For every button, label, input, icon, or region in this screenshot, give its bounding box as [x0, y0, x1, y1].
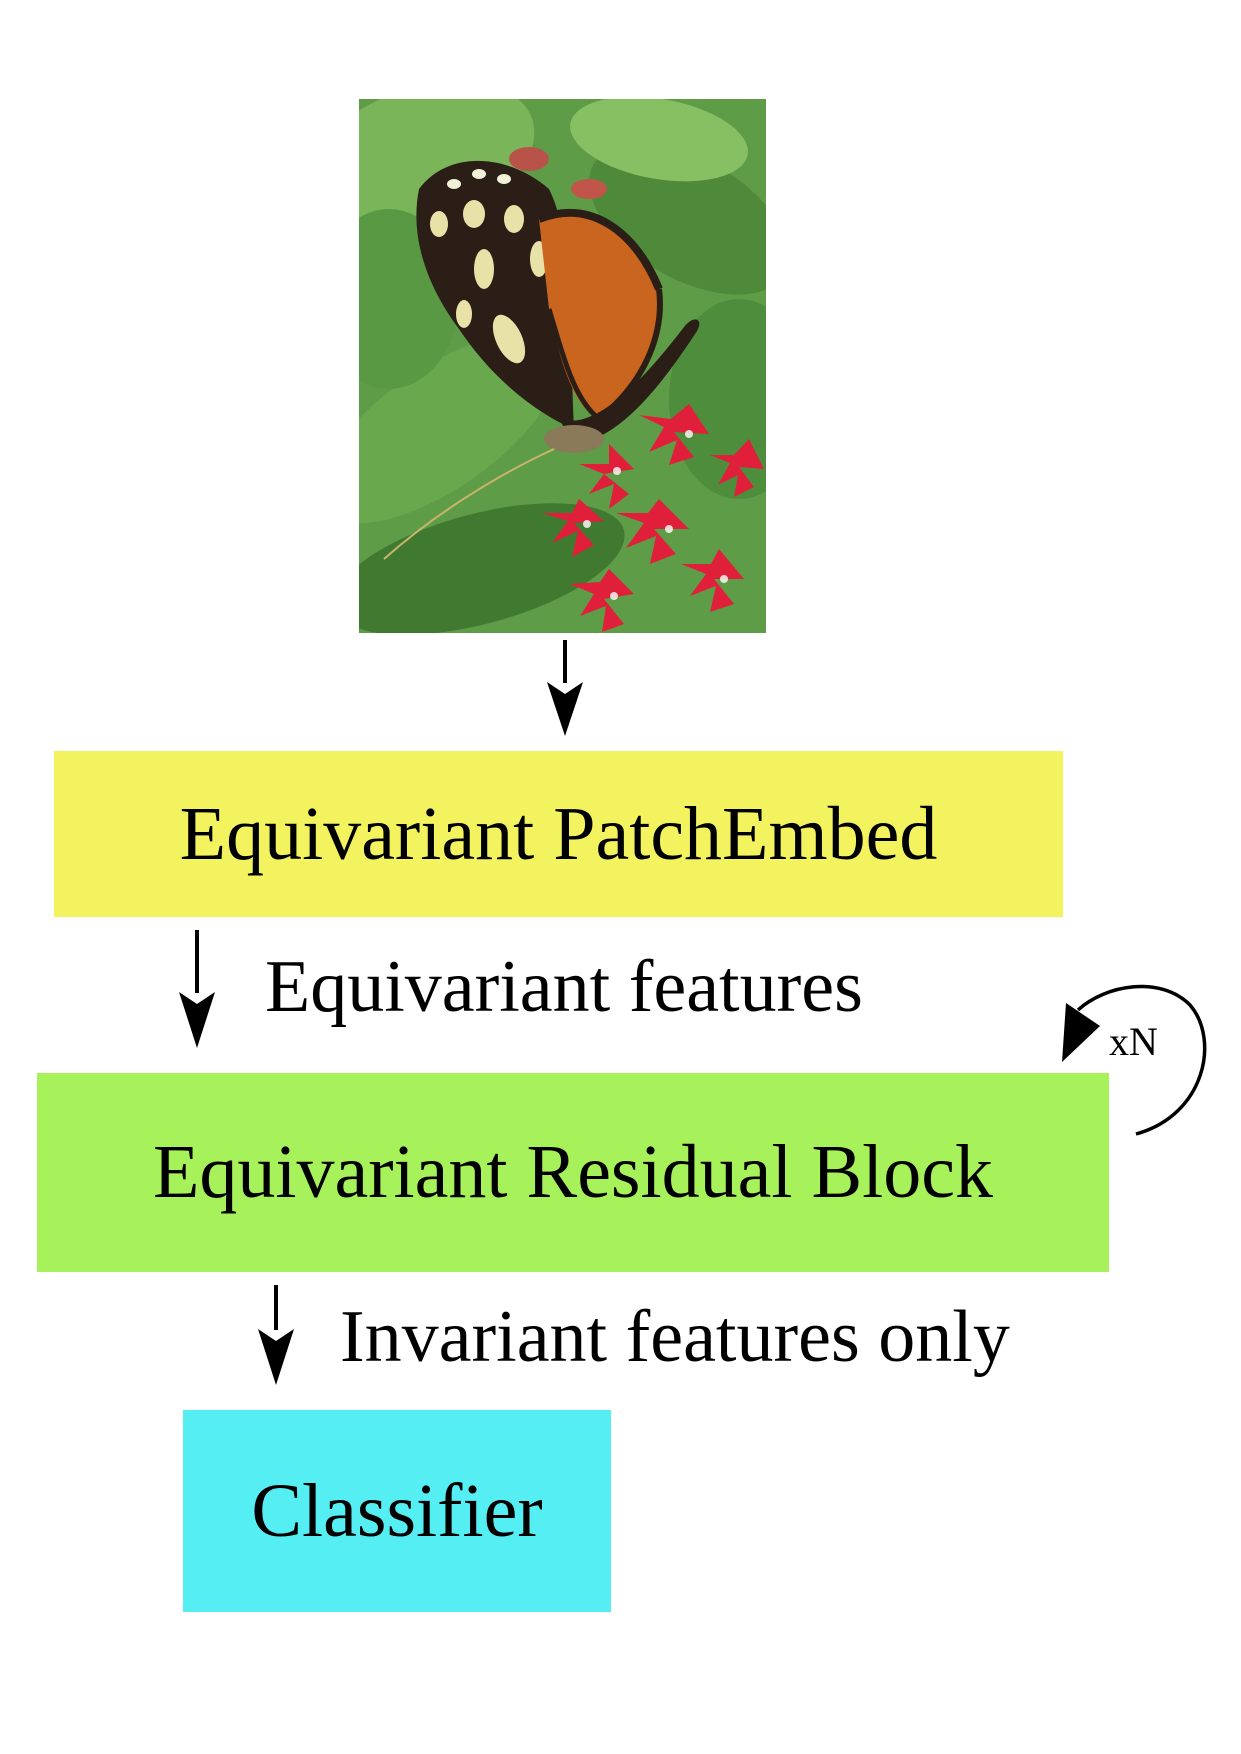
invariant-features-label: Invariant features only	[340, 1296, 1010, 1378]
arrow-patchembed-to-residual	[179, 930, 215, 1048]
repeat-count-label: xN	[1109, 1019, 1158, 1064]
arrow-image-to-patchembed	[547, 640, 583, 736]
equivariant-features-label: Equivariant features	[265, 946, 863, 1028]
classifier-block: Classifier	[183, 1410, 611, 1612]
equivariant-residual-block-label: Equivariant Residual Block	[152, 1130, 994, 1214]
butterfly-image	[359, 99, 766, 633]
classifier-label: Classifier	[251, 1468, 543, 1553]
equivariant-patchembed-label: Equivariant PatchEmbed	[179, 791, 938, 876]
arrow-residual-to-classifier	[258, 1285, 294, 1385]
equivariant-residual-block: Equivariant Residual Block	[37, 1073, 1109, 1272]
butterfly-photo	[359, 99, 766, 633]
equivariant-patchembed-block: Equivariant PatchEmbed	[54, 751, 1063, 917]
